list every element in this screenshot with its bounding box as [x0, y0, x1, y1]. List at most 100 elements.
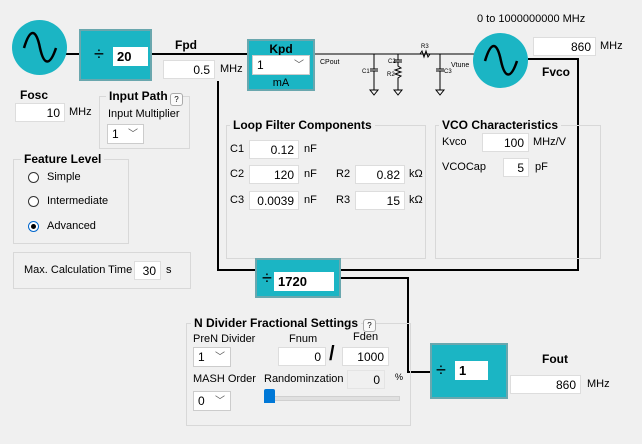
max-calc-input[interactable]: 30	[134, 261, 161, 280]
input-multiplier-value: 1	[112, 127, 119, 141]
n-divider-input[interactable]: 1720	[274, 272, 334, 291]
radio-simple[interactable]	[28, 172, 39, 183]
r2-schematic-label: R2	[387, 72, 395, 78]
loop-filter-title: Loop Filter Components	[230, 118, 375, 132]
fosc-unit: MHz	[69, 106, 92, 118]
n-frac-title: N Divider Fractional Settings	[191, 316, 362, 330]
fden-input[interactable]: 1000	[342, 347, 389, 366]
mash-value: 0	[198, 394, 205, 408]
cpout-label: CPout	[320, 59, 340, 66]
pren-label: PreN Divider	[193, 333, 256, 345]
wire	[340, 277, 409, 279]
r2-input[interactable]: 0.82	[355, 165, 405, 184]
wire	[217, 269, 255, 271]
wire	[340, 269, 579, 271]
r3-unit: kΩ	[409, 194, 423, 206]
radio-simple-label: Simple	[47, 171, 81, 183]
max-calc-group	[13, 252, 191, 289]
chevron-down-icon: ﹀	[215, 352, 225, 363]
vcocap-unit: pF	[535, 161, 548, 173]
feature-level-title: Feature Level	[21, 152, 105, 166]
r-divider-input[interactable]: 20	[113, 47, 148, 66]
r3-label: R3	[336, 194, 351, 206]
chevron-down-icon: ﹀	[128, 129, 138, 140]
input-path-title: Input Path	[106, 89, 171, 103]
input-multiplier-label: Input Multiplier	[108, 108, 180, 120]
vcocap-input[interactable]: 5	[503, 158, 529, 177]
max-calc-unit: s	[166, 264, 172, 276]
wire	[66, 53, 79, 55]
r3-schematic-label: R3	[421, 44, 429, 50]
fnum-label: Fnum	[289, 333, 318, 345]
wire	[528, 58, 579, 60]
input-multiplier-select[interactable]: 1﹀	[107, 124, 144, 144]
kvco-unit: MHz/V	[533, 136, 566, 148]
divide-icon: ÷	[436, 360, 446, 380]
output-divider-input[interactable]: 1	[455, 361, 488, 380]
c3-input[interactable]: 0.0039	[249, 191, 299, 210]
fosc-input[interactable]: 10	[15, 103, 65, 122]
kpd-unit: mA	[272, 77, 290, 89]
c2-unit: nF	[304, 168, 317, 180]
fout-input[interactable]: 860	[510, 375, 581, 394]
r3-input[interactable]: 15	[355, 191, 405, 210]
wire	[407, 278, 409, 372]
c3-schematic-label: C3	[444, 69, 452, 75]
pren-select[interactable]: 1﹀	[193, 347, 231, 367]
c1-schematic-label: C1	[362, 69, 370, 75]
randomization-value: 0	[347, 370, 385, 389]
c3-unit: nF	[304, 194, 317, 206]
kvco-input[interactable]: 100	[482, 133, 529, 152]
help-button[interactable]: ?	[170, 93, 183, 106]
fout-unit: MHz	[587, 378, 610, 390]
wire	[151, 53, 248, 55]
fpd-label: Fpd	[175, 38, 197, 52]
wire	[577, 58, 579, 271]
fpd-input[interactable]: 0.5	[163, 60, 215, 79]
kpd-block: Kpd 1﹀ mA	[247, 39, 315, 91]
radio-intermediate[interactable]	[28, 196, 39, 207]
kpd-select[interactable]: 1﹀	[252, 55, 310, 75]
max-calc-label: Max. Calculation Time	[24, 264, 133, 276]
fpd-unit: MHz	[220, 63, 243, 75]
vco-characteristics-title: VCO Characteristics	[439, 118, 562, 132]
randomization-slider-thumb[interactable]	[264, 389, 275, 403]
kvco-label: Kvco	[442, 136, 467, 148]
kpd-label: Kpd	[269, 42, 293, 56]
randomization-slider-track[interactable]	[270, 396, 400, 401]
fraction-slash: /	[329, 343, 335, 365]
fosc-label: Fosc	[20, 88, 49, 102]
loop-filter-schematic: CPout C1 C2 R2 R3 C3 Vtune	[315, 44, 477, 96]
fout-label: Fout	[542, 352, 568, 366]
r-divider-block: ÷ 20	[79, 29, 152, 81]
kpd-value: 1	[257, 58, 264, 72]
n-divider-block: ÷ 1720	[255, 258, 341, 298]
c2-schematic-label: C2	[388, 59, 396, 65]
vcocap-label: VCOCap	[442, 161, 487, 173]
help-button[interactable]: ?	[363, 319, 376, 332]
pren-value: 1	[198, 350, 205, 364]
randomization-unit: %	[395, 372, 404, 382]
c1-input[interactable]: 0.12	[249, 140, 299, 159]
fvco-unit: MHz	[600, 40, 623, 52]
radio-intermediate-label: Intermediate	[47, 195, 109, 207]
divide-icon: ÷	[94, 44, 104, 64]
randomization-label: Randominzation	[264, 373, 344, 385]
fden-label: Fden	[353, 331, 379, 343]
chevron-down-icon: ﹀	[215, 396, 225, 407]
fvco-input[interactable]: 860	[533, 37, 596, 56]
sine-wave-icon	[22, 31, 58, 63]
reference-oscillator	[12, 20, 67, 75]
c2-input[interactable]: 120	[249, 165, 299, 184]
radio-advanced-label: Advanced	[47, 220, 96, 232]
r2-label: R2	[336, 168, 351, 180]
vco	[473, 33, 528, 88]
vco-range: 0 to 1000000000 MHz	[477, 13, 586, 25]
mash-select[interactable]: 0﹀	[193, 391, 231, 411]
radio-advanced[interactable]	[28, 221, 39, 232]
fvco-label: Fvco	[542, 65, 571, 79]
sine-wave-icon	[483, 44, 519, 76]
fnum-input[interactable]: 0	[278, 347, 326, 366]
divide-icon: ÷	[262, 268, 272, 288]
wire	[217, 81, 219, 271]
